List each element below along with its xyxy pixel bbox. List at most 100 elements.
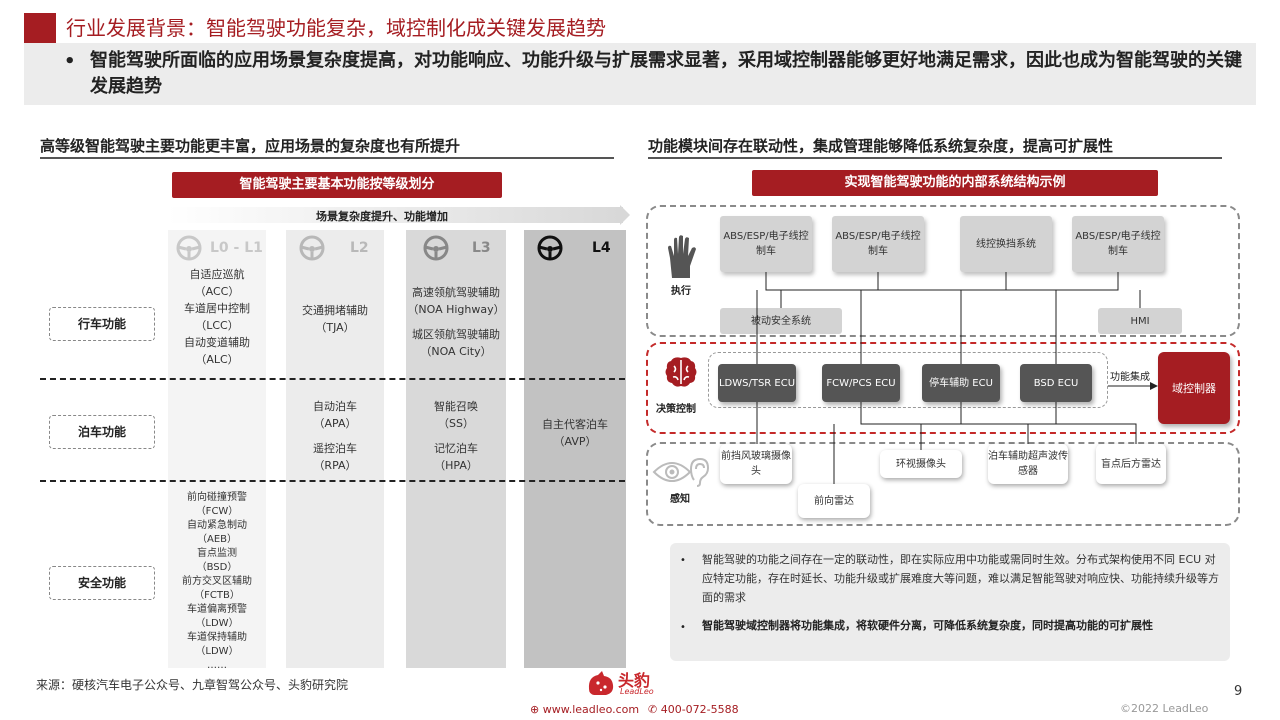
sensor-front-radar: 前向雷达 (798, 484, 870, 518)
execute-layer (646, 205, 1240, 337)
sensor-ultrasonic: 泊车辅助超声波传感器 (988, 444, 1068, 484)
level-column-l3: L3 (406, 230, 506, 668)
function-name: 自适应巡航 (189, 268, 245, 281)
ecu-ldws-tsr: LDWS/TSR ECU (718, 364, 796, 402)
note-bullet: • (680, 622, 686, 633)
function-code: （AVP） (553, 435, 597, 448)
domain-controller-box: 域控制器 (1158, 352, 1230, 424)
abs-esp-box: ABS/ESP/电子线控制车 (832, 216, 924, 272)
left-section-title: 高等级智能驾驶主要功能更丰富，应用场景的复杂度也有所提升 (40, 137, 461, 155)
function-ellipsis: …… (207, 660, 227, 671)
note-bullet: • (680, 555, 686, 566)
function-name: 前方交叉区辅助 (182, 576, 252, 587)
function-code: （LCC） (195, 319, 239, 332)
passive-safety-box: 被动安全系统 (720, 308, 842, 334)
footer-website[interactable]: ⊕ www.leadleo.com (530, 703, 639, 716)
abs-esp-box: ABS/ESP/电子线控制车 (1072, 216, 1164, 272)
logo-cn-text: 头豹 (618, 671, 651, 690)
steering-wheel-icon (176, 235, 202, 261)
row-label-parking: 泊车功能 (49, 415, 155, 449)
right-section-underline (648, 157, 1222, 159)
note-text-bold: 智能驾驶域控制器将功能集成，将软硬件分离，可降低系统复杂度，同时提高功能的可扩展… (702, 619, 1153, 632)
row-label-decide: 决策控制 (656, 404, 696, 415)
function-name: 自动泊车 (313, 400, 357, 413)
page-title: 行业发展背景：智能驾驶功能复杂，域控制化成关键发展趋势 (66, 16, 606, 40)
function-code: （LDW） (195, 646, 239, 657)
complexity-arrow-head (620, 205, 630, 225)
sensor-front-camera: 前挡风玻璃摄像头 (720, 444, 792, 484)
function-name: 自动紧急制动 (187, 520, 247, 531)
summary-bullet: • (64, 51, 76, 72)
function-code: （HPA） (434, 459, 478, 472)
function-name: 遥控泊车 (313, 442, 357, 455)
page-number: 9 (1234, 684, 1243, 699)
function-name: 前向碰撞预警 (187, 492, 247, 503)
cell-l3-driving: 高速领航驾驶辅助 （NOA Highway） 城区领航驾驶辅助 （NOA Cit… (400, 284, 512, 360)
function-code: （LDW） (195, 618, 239, 629)
function-code: （APA） (313, 417, 357, 430)
function-name: 智能召唤 (434, 400, 478, 413)
complexity-arrow (168, 207, 623, 223)
summary-text: 智能驾驶所面临的应用场景复杂度提高，对功能响应、功能升级与扩展需求显著，采用域控… (90, 50, 1242, 97)
website-text: www.leadleo.com (542, 703, 640, 716)
leopard-icon (588, 671, 614, 695)
ecu-parking-assist: 停车辅助 ECU (922, 364, 1000, 402)
function-name: 自主代客泊车 (542, 418, 608, 431)
function-name: 交通拥堵辅助 (302, 304, 368, 317)
leadleo-logo: 头豹 LeadLeo (586, 665, 666, 701)
function-name: 记忆泊车 (434, 442, 478, 455)
hand-icon (668, 235, 696, 278)
steering-wheel-icon (537, 235, 563, 261)
function-name: 自动变道辅助 (184, 336, 250, 349)
sensor-blindspot-radar: 盲点后方雷达 (1096, 444, 1166, 484)
abs-esp-box: ABS/ESP/电子线控制车 (720, 216, 812, 272)
function-code: （FCW） (195, 506, 239, 517)
steering-wheel-icon (423, 235, 449, 261)
note-text: 智能驾驶的功能之间存在一定的联动性，即在实际应用中功能或需同时生效。分布式架构使… (702, 553, 1219, 604)
function-code: （AEB） (196, 534, 238, 545)
function-name: 盲点监测 (197, 548, 237, 559)
footer-phone[interactable]: ✆ 400-072-5588 (648, 703, 739, 716)
function-name: 车道保持辅助 (187, 632, 247, 643)
function-code: （NOA City） (420, 345, 492, 358)
sensor-surround-camera: 环视摄像头 (880, 450, 962, 478)
function-name: 车道偏离预警 (187, 604, 247, 615)
level-label: L3 (472, 240, 491, 256)
cell-l01-safety: 前向碰撞预警 （FCW） 自动紧急制动 （AEB） 盲点监测 （BSD） 前方交… (168, 491, 266, 673)
function-code: （BSD） (196, 562, 238, 573)
logo-en-text: LeadLeo (620, 687, 654, 696)
source-text: 来源：硬核汽车电子公众号、九章智驾公众号、头豹研究院 (36, 678, 349, 692)
right-banner: 实现智能驾驶功能的内部系统结构示例 (752, 170, 1158, 196)
summary-box: • 智能驾驶所面临的应用场景复杂度提高，对功能响应、功能升级与扩展需求显著，采用… (24, 43, 1256, 105)
function-name: 城区领航驾驶辅助 (412, 328, 500, 341)
ear-icon (689, 457, 710, 487)
row-divider (40, 378, 625, 380)
level-label: L4 (592, 240, 611, 256)
cell-l01-driving: 自适应巡航 （ACC） 车道居中控制 （LCC） 自动变道辅助 （ALC） (168, 266, 266, 368)
right-section-title: 功能模块间存在联动性，集成管理能够降低系统复杂度，提高可扩展性 (648, 137, 1114, 155)
eye-icon (652, 462, 692, 482)
left-banner: 智能驾驶主要基本功能按等级划分 (172, 172, 502, 198)
function-name: 车道居中控制 (184, 302, 250, 315)
function-name: 高速领航驾驶辅助 (412, 286, 500, 299)
function-code: （SS） (438, 417, 474, 430)
function-code: （ALC） (195, 353, 239, 366)
level-column-l0-l1: L0 - L1 (168, 230, 266, 668)
phone-icon: ✆ (648, 703, 658, 716)
cell-l2-parking: 自动泊车 （APA） 遥控泊车 （RPA） (286, 398, 384, 474)
cell-l4: 自主代客泊车 （AVP） (524, 416, 626, 450)
row-label-execute: 执行 (671, 286, 691, 297)
level-label: L2 (350, 240, 369, 256)
row-label-perceive: 感知 (670, 494, 690, 505)
globe-icon: ⊕ (530, 703, 540, 716)
level-column-l4: L4 (524, 230, 626, 668)
left-section-underline (40, 157, 614, 159)
shift-by-wire-box: 线控换挡系统 (960, 216, 1052, 272)
integrate-label: 功能集成 (1110, 372, 1150, 383)
row-divider (40, 480, 625, 482)
function-code: （TJA） (315, 321, 355, 334)
ecu-bsd: BSD ECU (1020, 364, 1092, 402)
row-label-driving: 行车功能 (49, 307, 155, 341)
function-code: （NOA Highway） (407, 303, 505, 316)
ecu-fcw-pcs: FCW/PCS ECU (822, 364, 900, 402)
